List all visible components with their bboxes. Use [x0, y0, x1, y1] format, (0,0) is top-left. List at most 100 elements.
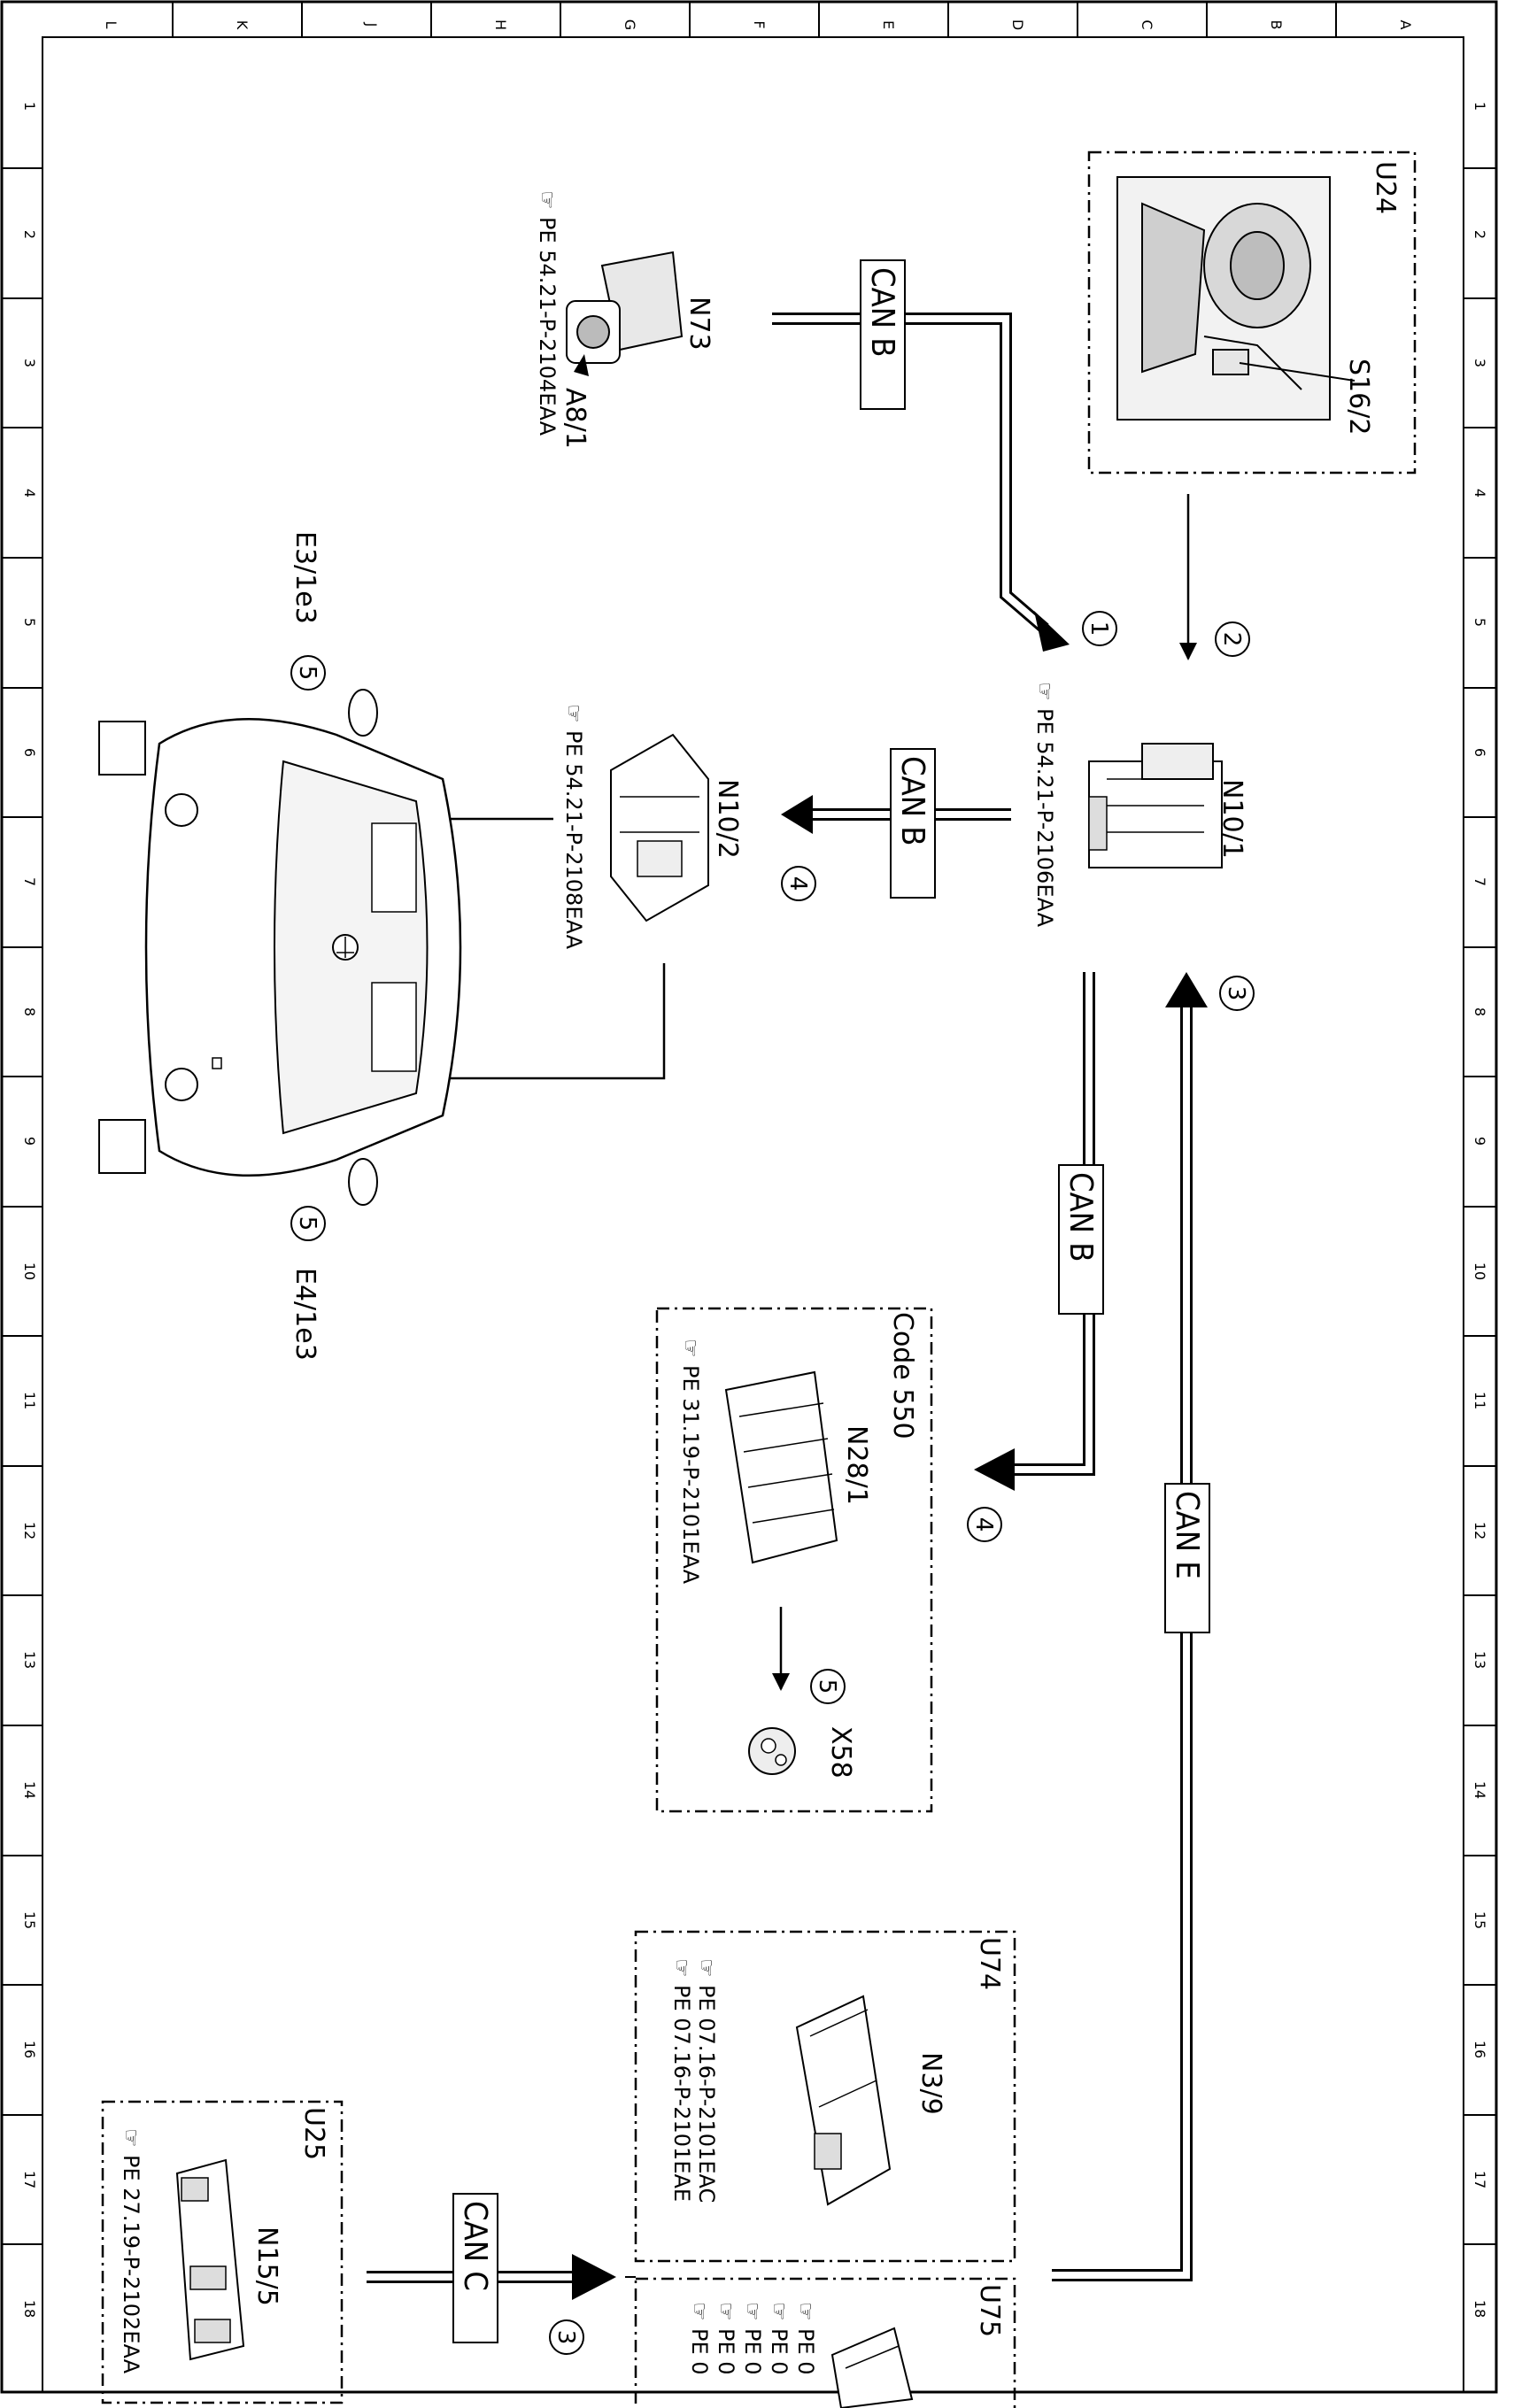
n10-2-pe-icon: ☞ — [561, 704, 586, 723]
car-front-drawing — [98, 689, 462, 1206]
n28-1-ref: PE 31.19-P-2101EAA — [678, 1365, 703, 1585]
n73-group: ☞ PE 54.21-P-2104EAA N73 A8/1 — [535, 190, 715, 449]
row-label-7-right: 7 — [1472, 877, 1488, 886]
row-label-16-left: 16 — [21, 2041, 38, 2058]
col-label-H: H — [492, 19, 509, 30]
svg-text:5: 5 — [294, 1216, 321, 1231]
n28-1-pe-icon: ☞ — [678, 1339, 703, 1358]
n3-9-label: N3/9 — [915, 2052, 946, 2115]
row-label-6-left: 6 — [21, 748, 38, 757]
u24-label: U24 — [1370, 161, 1401, 214]
col-label-C: C — [1139, 19, 1155, 29]
row-label-15-right: 15 — [1472, 1911, 1488, 1929]
svg-text:4: 4 — [784, 876, 811, 891]
u74-ref-1: PE 07.16-P-2101EAC — [694, 1985, 719, 2203]
row-label-10-right: 10 — [1472, 1262, 1488, 1280]
row-label-4-left: 4 — [21, 489, 38, 498]
n15-5-label: N15/5 — [251, 2227, 282, 2306]
can-e-label: CAN E — [1169, 1491, 1205, 1579]
row-label-3-right: 3 — [1472, 359, 1488, 367]
svg-text:5: 5 — [294, 666, 321, 681]
u75-ref-1: PE 0 — [793, 2328, 818, 2375]
row-label-14-left: 14 — [21, 1781, 38, 1799]
n15-5-module-drawing — [175, 2158, 245, 2361]
n10-2-ref: PE 54.21-P-2108EAA — [561, 730, 586, 950]
n73-ref: PE 54.21-P-2104EAA — [535, 217, 560, 436]
u25-group: U25 N15/5 ☞ PE 27.19-P-2102EAA — [101, 2100, 344, 2404]
step-badge-4b: 4 — [967, 1507, 1002, 1542]
row-label-12-right: 12 — [1472, 1522, 1488, 1540]
n10-2-label: N10/2 — [712, 779, 743, 859]
u75-ref-5: PE 0 — [687, 2328, 712, 2375]
row-label-17-left: 17 — [21, 2171, 38, 2188]
row-label-1-left: 1 — [21, 102, 38, 111]
code-550-label: Code 550 — [887, 1312, 918, 1439]
col-label-J: J — [363, 22, 380, 27]
step-badge-2: 2 — [1215, 621, 1250, 657]
n10-2-module-drawing — [610, 733, 709, 922]
u75-ref-2: PE 0 — [767, 2328, 792, 2375]
row-label-6-right: 6 — [1472, 748, 1488, 757]
can-c-label: CAN C — [457, 2201, 493, 2291]
svg-text:1: 1 — [1085, 621, 1112, 637]
col-label-E: E — [880, 20, 897, 29]
svg-text:4: 4 — [970, 1517, 997, 1532]
row-label-2-right: 2 — [1472, 230, 1488, 239]
row-label-11-right: 11 — [1472, 1392, 1488, 1409]
n10-1-label: N10/1 — [1217, 779, 1248, 859]
u74-pe-icon-2: ☞ — [669, 1958, 694, 1978]
x58-label: X58 — [825, 1726, 856, 1779]
u75-pe-icon-2: ☞ — [767, 2302, 792, 2321]
can-b-top-label: CAN B — [864, 267, 900, 358]
n10-2-group: N10/2 ☞ PE 54.21-P-2108EAA — [561, 704, 743, 950]
u75-pe-icon-5: ☞ — [687, 2302, 712, 2321]
n73-label: N73 — [684, 297, 715, 351]
col-label-B: B — [1268, 20, 1285, 30]
step-badge-3a: 3 — [1219, 976, 1255, 1011]
code-550-group: Code 550 N28/1 ☞ PE 31.19-P-2101EAA 5 X5… — [655, 1307, 933, 1813]
step-badge-5b: 5 — [290, 1206, 326, 1241]
u24-group: U24 S16/2 — [1087, 150, 1417, 475]
row-label-15-left: 15 — [21, 1911, 38, 1929]
row-label-10-left: 10 — [21, 1262, 38, 1280]
row-label-16-right: 16 — [1472, 2041, 1488, 2058]
step-badge-5c: 5 — [810, 1669, 846, 1704]
row-label-13-left: 13 — [21, 1651, 38, 1669]
u75-ref-4: PE 0 — [714, 2328, 738, 2375]
a8-1-label: A8/1 — [560, 388, 591, 449]
n10-1-pe-icon: ☞ — [1032, 682, 1057, 701]
row-label-8-left: 8 — [21, 1007, 38, 1016]
u75-group: U75 ☞ PE 0 ☞ PE 0 ☞ PE 0 ☞ PE 0 ☞ PE 0 — [634, 2277, 1016, 2408]
u74-pe-icon-1: ☞ — [694, 1958, 719, 1978]
n10-1-ref: PE 54.21-P-2106EAA — [1032, 708, 1057, 928]
u75-module-drawing — [830, 2327, 914, 2408]
e3-label: E3/1e3 — [290, 531, 321, 624]
ignition-switch-drawing — [566, 251, 684, 376]
can-c-bus: CAN C — [367, 2193, 616, 2343]
row-label-4-right: 4 — [1472, 489, 1488, 498]
row-label-14-right: 14 — [1472, 1781, 1488, 1799]
n10-1-group: N10/1 ☞ PE 54.21-P-2106EAA — [1032, 682, 1248, 928]
row-label-9-left: 9 — [21, 1137, 38, 1146]
n73-pe-icon: ☞ — [535, 190, 560, 210]
svg-text:5: 5 — [814, 1679, 840, 1694]
u74-group: U74 N3/9 ☞ PE 07.16-P-2101EAC ☞ PE 07.16… — [634, 1930, 1016, 2263]
svg-text:3: 3 — [1223, 986, 1249, 1001]
row-label-12-left: 12 — [21, 1522, 38, 1540]
can-b-right-label: CAN B — [1062, 1172, 1099, 1262]
u75-ref-3: PE 0 — [740, 2328, 765, 2375]
can-e-bus: CAN E — [1052, 972, 1210, 2281]
row-label-1-right: 1 — [1472, 102, 1488, 111]
col-label-L: L — [103, 21, 120, 29]
row-label-5-left: 5 — [21, 618, 38, 627]
can-b-bus-right: CAN B — [974, 972, 1104, 1491]
row-label-7-left: 7 — [21, 877, 38, 886]
can-b-mid-label: CAN B — [894, 756, 931, 846]
col-label-A: A — [1397, 20, 1414, 30]
u74-label: U74 — [974, 1937, 1005, 1990]
u75-pe-icon-4: ☞ — [714, 2302, 738, 2321]
row-grid: 1 2 3 4 5 6 7 8 9 10 11 12 13 14 15 16 1… — [2, 102, 1496, 2318]
row-label-18-left: 18 — [21, 2300, 38, 2318]
row-label-5-right: 5 — [1472, 618, 1488, 627]
